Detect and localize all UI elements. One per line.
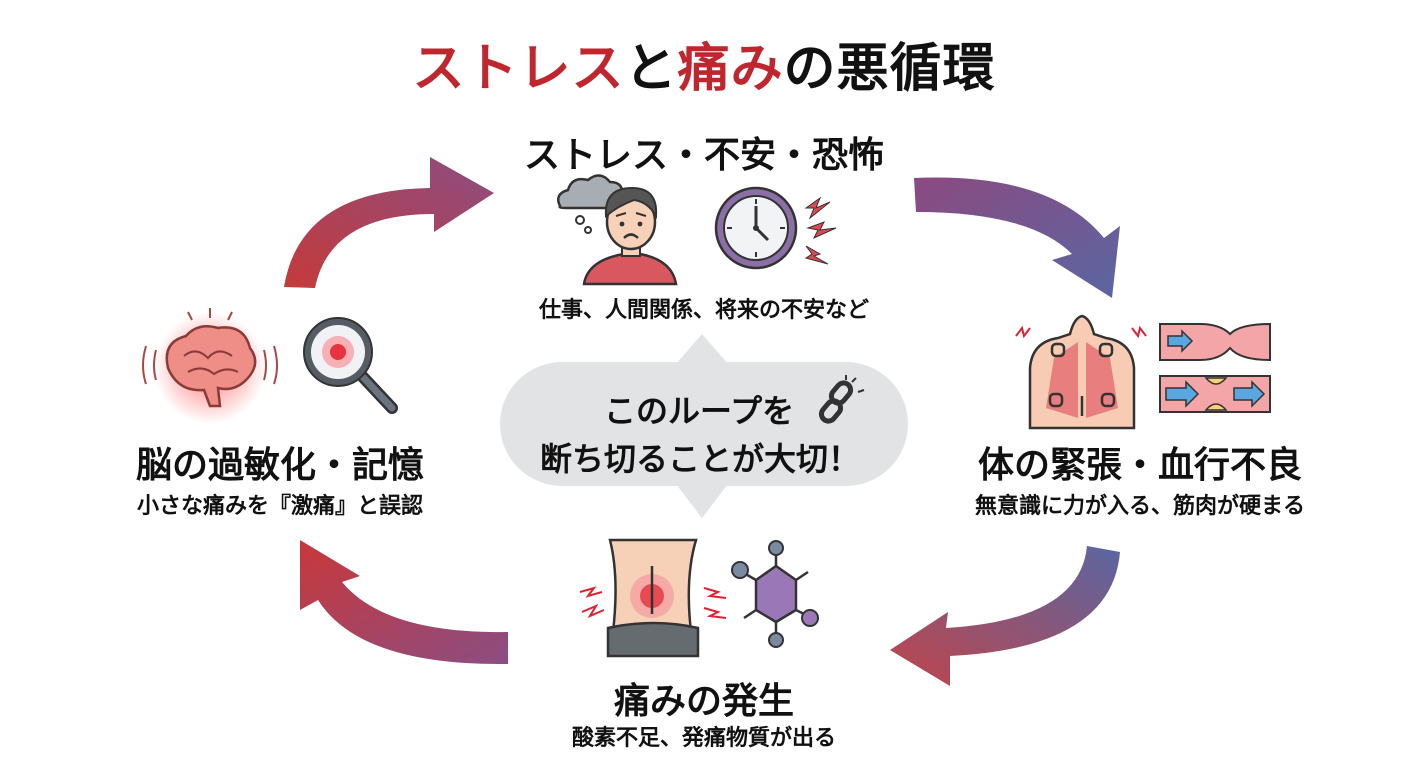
broken-chain-icon	[818, 375, 865, 424]
stress-heading: ストレス・不安・恐怖	[523, 135, 884, 176]
title-and: と	[624, 39, 678, 99]
tension-caption: 無意識に力が入る、筋肉が硬まる	[974, 494, 1305, 519]
magnifier-icon	[303, 317, 398, 414]
pain-chemical-molecule-icon	[731, 540, 819, 648]
title-pain: 痛み	[677, 39, 784, 99]
tension-heading: 体の緊張・血行不良	[977, 445, 1302, 486]
brain-caption: 小さな痛みを『激痛』と誤認	[136, 494, 423, 519]
arrow-brain-to-stress	[284, 157, 494, 288]
pain-heading: 痛みの発生	[613, 681, 794, 722]
page-title: ストレスと痛みの悪循環	[0, 26, 1408, 101]
stress-caption: 仕事、人間関係、将来の不安など	[538, 298, 869, 323]
title-vicious-cycle: の悪循環	[783, 39, 996, 99]
narrowed-blood-vessel-icon	[1159, 322, 1271, 413]
lower-back-pain-icon	[579, 538, 727, 658]
clock-alarm-icon	[714, 186, 837, 270]
arrow-stress-to-tension	[914, 177, 1120, 298]
sensitized-brain-icon	[142, 308, 278, 424]
arrow-tension-to-pain	[890, 546, 1120, 686]
pain-caption: 酸素不足、発痛物質が出る	[571, 726, 836, 751]
bubble-pointer-up	[676, 334, 728, 364]
brain-heading: 脳の過敏化・記憶	[135, 445, 424, 486]
center-message-line2: 断ち切ることが大切！	[540, 440, 861, 478]
tense-back-muscles-icon	[1015, 314, 1147, 430]
bubble-pointer-down	[676, 484, 728, 518]
arrow-pain-to-brain	[300, 540, 508, 665]
worried-person-icon	[557, 174, 678, 286]
title-stress: ストレス	[412, 39, 625, 99]
center-message-line1: このループを	[604, 392, 795, 430]
